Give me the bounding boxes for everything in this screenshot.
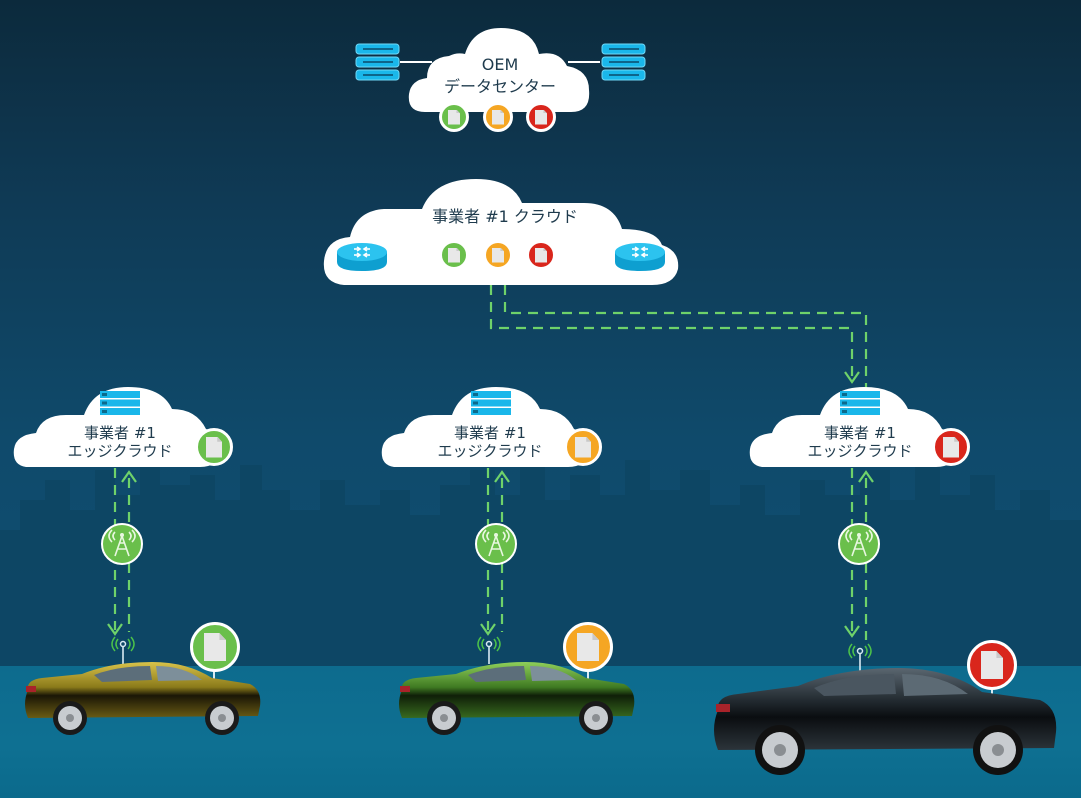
vehicle-gold (25, 662, 261, 735)
server-rack-icon (471, 391, 511, 415)
arrow-up-edge-3 (858, 470, 874, 483)
document-icon-green (439, 102, 469, 132)
document-pin-line (991, 684, 993, 700)
document-icon-green (190, 622, 240, 672)
arrow-down-edge-3 (844, 625, 860, 638)
vehicle-black (714, 668, 1057, 775)
edge-cloud-3-line1: 事業者 #1 (824, 424, 896, 442)
oem-title-line2: データセンター (443, 77, 556, 96)
edge-cloud-3 (749, 387, 959, 467)
arrow-down-edge-2 (480, 623, 496, 636)
edge-cloud-2-line1: 事業者 #1 (454, 424, 526, 442)
server-rack-icon (601, 43, 646, 81)
dashed-link-cloud-to-edge-3-a (489, 285, 854, 378)
document-icon-orange (563, 622, 613, 672)
vehicle-antenna-icon (111, 636, 135, 664)
document-icon-orange (564, 428, 602, 466)
edge-cloud-2 (381, 387, 591, 467)
city-skyline (0, 460, 1081, 666)
edge-cloud-1 (13, 387, 223, 467)
server-rack-icon (100, 391, 140, 415)
edge-cloud-3-line2: エッジクラウド (807, 442, 913, 460)
server-rack-icon (355, 43, 400, 81)
document-icon-red (526, 102, 556, 132)
oem-title-line1: OEM (481, 55, 519, 74)
cell-tower-icon (101, 523, 143, 565)
arrow-up-edge-2 (494, 470, 510, 483)
document-pin-line (587, 668, 589, 684)
edge-cloud-1-line2: エッジクラウド (67, 442, 173, 460)
cell-tower-icon (838, 523, 880, 565)
router-icon (615, 243, 665, 271)
document-icon-red (932, 428, 970, 466)
document-icon-red (526, 240, 556, 270)
arrow-down-edge-3-in (844, 371, 860, 384)
edge-cloud-1-line1: 事業者 #1 (84, 424, 156, 442)
vehicle-antenna-icon (848, 643, 872, 671)
oem-data-center-cloud (408, 28, 590, 112)
cell-tower-icon (475, 523, 517, 565)
vehicle-green (399, 662, 635, 735)
document-icon-green (195, 428, 233, 466)
document-pin-line (213, 668, 215, 684)
server-rack-icon (840, 391, 880, 415)
arrow-up-edge-1 (121, 470, 137, 483)
vehicle-antenna-icon (477, 636, 501, 664)
operator-cloud (323, 179, 679, 285)
operator-cloud-title: 事業者 #1 クラウド (432, 207, 578, 226)
document-icon-orange (483, 240, 513, 270)
document-icon-red (967, 640, 1017, 690)
document-icon-green (439, 240, 469, 270)
arrow-down-edge-1 (107, 623, 123, 636)
router-icon (337, 243, 387, 271)
document-icon-orange (483, 102, 513, 132)
dashed-link-cloud-to-edge-3-b (503, 285, 868, 393)
edge-cloud-2-line2: エッジクラウド (437, 442, 543, 460)
